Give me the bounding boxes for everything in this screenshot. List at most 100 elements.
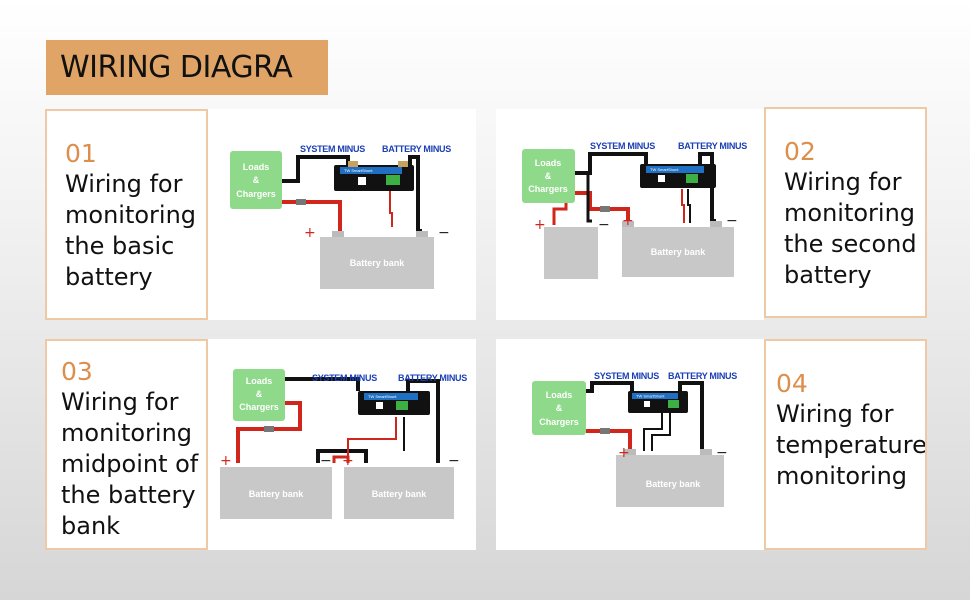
battery-bank-label: Battery bank bbox=[651, 247, 707, 257]
battery-bank-label: Battery bank bbox=[350, 258, 406, 268]
loads-label: Loads bbox=[546, 390, 573, 400]
battery-link-wire bbox=[316, 449, 368, 463]
battery-terminal bbox=[416, 231, 428, 237]
system-minus-wire bbox=[586, 381, 634, 393]
loads-label: Loads bbox=[535, 158, 562, 168]
smartshunt-label-strip bbox=[646, 166, 704, 173]
battery-minus-wire bbox=[406, 379, 440, 463]
smartshunt-label-strip bbox=[632, 393, 678, 399]
device-name-label: TW SmartShunt bbox=[650, 167, 679, 172]
sense-wire bbox=[681, 189, 685, 223]
chargers-label: Chargers bbox=[539, 417, 579, 427]
plus-terminal-label: + bbox=[220, 453, 232, 469]
loads-amp-label: & bbox=[556, 403, 563, 413]
minus-terminal-label: − bbox=[320, 453, 332, 469]
loads-chargers-box bbox=[522, 149, 575, 203]
section-01-text: Wiring for monitoring the basic battery bbox=[65, 170, 197, 291]
minus-terminal-label: − bbox=[448, 453, 460, 469]
fuse bbox=[264, 426, 274, 432]
section-03-card: 03 Wiring for monitoring midpoint of the… bbox=[45, 339, 208, 550]
system-minus-wire bbox=[285, 377, 360, 391]
battery-terminal bbox=[332, 231, 344, 237]
plus-terminal-label: + bbox=[342, 453, 354, 469]
smartshunt-label-strip bbox=[340, 167, 402, 174]
sense-wire-2 bbox=[687, 189, 691, 223]
plus-terminal-label: + bbox=[618, 445, 630, 461]
fuse bbox=[296, 199, 306, 205]
minus-terminal-label: − bbox=[438, 225, 450, 241]
device-name-label: TW SmartShunt bbox=[344, 168, 373, 173]
loads-amp-label: & bbox=[256, 389, 263, 399]
section-01-card: 01 Wiring for monitoring the basic batte… bbox=[45, 109, 208, 320]
battery-terminal bbox=[624, 449, 636, 455]
chargers-label: Chargers bbox=[239, 402, 279, 412]
loads-amp-label: & bbox=[545, 171, 552, 181]
sense-wire bbox=[389, 189, 393, 227]
battery-minus-label: BATTERY MINUS bbox=[382, 144, 451, 154]
plus-terminal-label: + bbox=[622, 213, 634, 229]
battery-minus-label: BATTERY MINUS bbox=[678, 141, 747, 151]
battery-bank bbox=[622, 227, 734, 277]
battery-bank-label: Battery bank bbox=[249, 489, 305, 499]
battery-bank bbox=[616, 455, 724, 507]
battery-bank bbox=[320, 237, 434, 289]
battery-minus-label: BATTERY MINUS bbox=[398, 373, 467, 383]
positive-wire bbox=[236, 401, 302, 463]
qr-code-icon bbox=[358, 177, 366, 185]
temperature-sensor-wire bbox=[643, 413, 663, 451]
section-03-number: 03 bbox=[61, 357, 93, 386]
qr-code-icon bbox=[658, 175, 665, 182]
plus-terminal-label: + bbox=[534, 217, 546, 233]
loads-label: Loads bbox=[243, 162, 270, 172]
midpoint-sense-wire bbox=[347, 417, 397, 463]
chargers-label: Chargers bbox=[236, 189, 276, 199]
loads-label: Loads bbox=[246, 376, 273, 386]
battery-bank-1 bbox=[220, 467, 332, 519]
qr-code-icon bbox=[376, 402, 383, 409]
fuse bbox=[600, 206, 610, 212]
system-minus-wire bbox=[282, 155, 350, 183]
battery-bank-2 bbox=[344, 467, 454, 519]
battery-terminal bbox=[710, 221, 722, 227]
minus-terminal-label: − bbox=[716, 445, 728, 461]
device-name-label: TW SmartShunt bbox=[368, 394, 397, 399]
smartshunt-label-strip bbox=[364, 393, 418, 400]
shunt-connector bbox=[686, 174, 698, 183]
section-01-number: 01 bbox=[65, 139, 97, 168]
page-title: WIRING DIAGRA bbox=[46, 40, 328, 95]
starter-battery bbox=[544, 227, 598, 279]
chargers-label: Chargers bbox=[528, 184, 568, 194]
section-02-text: Wiring for monitoring the second battery bbox=[784, 168, 917, 289]
system-minus-label: SYSTEM MINUS bbox=[300, 144, 365, 154]
minus-terminal-label: − bbox=[598, 217, 610, 233]
section-03-text: Wiring for monitoring midpoint of the ba… bbox=[61, 388, 199, 540]
loads-amp-label: & bbox=[253, 175, 260, 185]
system-minus-label: SYSTEM MINUS bbox=[312, 373, 377, 383]
plus-terminal-label: + bbox=[304, 225, 316, 241]
qr-code-icon bbox=[644, 401, 650, 407]
aux-minus-wire bbox=[586, 173, 592, 223]
minus-terminal-label: − bbox=[726, 213, 738, 229]
device-name-label: TW SmartShunt bbox=[636, 394, 665, 399]
system-minus-label: SYSTEM MINUS bbox=[594, 371, 659, 381]
battery-minus-label: BATTERY MINUS bbox=[668, 371, 737, 381]
section-02-diagram: Loads & Chargers TW SmartShunt SYSTEM MI… bbox=[496, 109, 764, 320]
temperature-sensor-wire-2 bbox=[651, 413, 671, 451]
section-02-card: 02 Wiring for monitoring the second batt… bbox=[764, 107, 927, 318]
section-04-diagram: Loads & Chargers TW SmartShunt SYSTEM MI… bbox=[496, 339, 764, 550]
shunt-bolt bbox=[348, 161, 358, 167]
section-03-diagram: Loads & Chargers TW SmartShunt SYSTEM MI… bbox=[208, 339, 476, 550]
positive-wire bbox=[575, 191, 630, 227]
section-04-card: 04 Wiring for temperature monitoring bbox=[764, 339, 927, 550]
battery-terminal bbox=[622, 221, 634, 227]
shunt-connector bbox=[386, 175, 400, 185]
system-minus-wire bbox=[575, 152, 648, 175]
loads-chargers-box bbox=[532, 381, 586, 435]
loads-chargers-box bbox=[230, 151, 282, 209]
shunt-connector bbox=[668, 400, 679, 408]
section-01-diagram: Loads & Chargers TW SmartShunt SYSTEM MI… bbox=[208, 109, 476, 320]
battery-terminal bbox=[700, 449, 712, 455]
section-04-number: 04 bbox=[776, 369, 808, 398]
shunt-bolt bbox=[398, 161, 408, 167]
shunt-connector bbox=[396, 401, 408, 410]
